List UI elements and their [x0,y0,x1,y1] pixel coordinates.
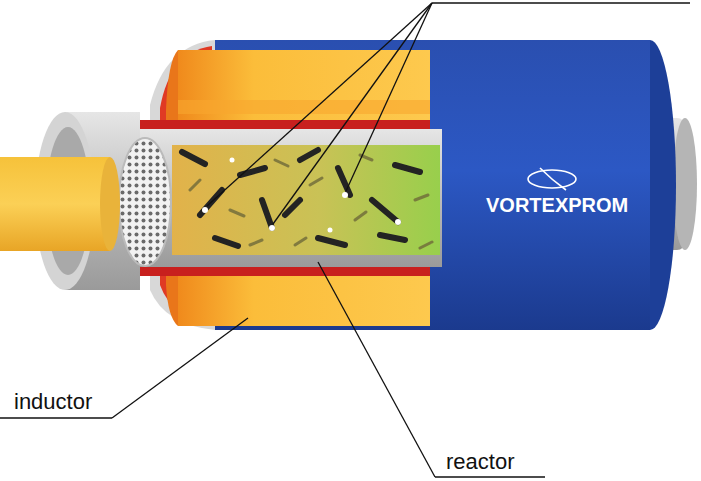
part-label: reactor [446,449,514,474]
brand-logo-text: VORTEXPROM [486,194,628,217]
part-label: inductor [14,389,92,414]
